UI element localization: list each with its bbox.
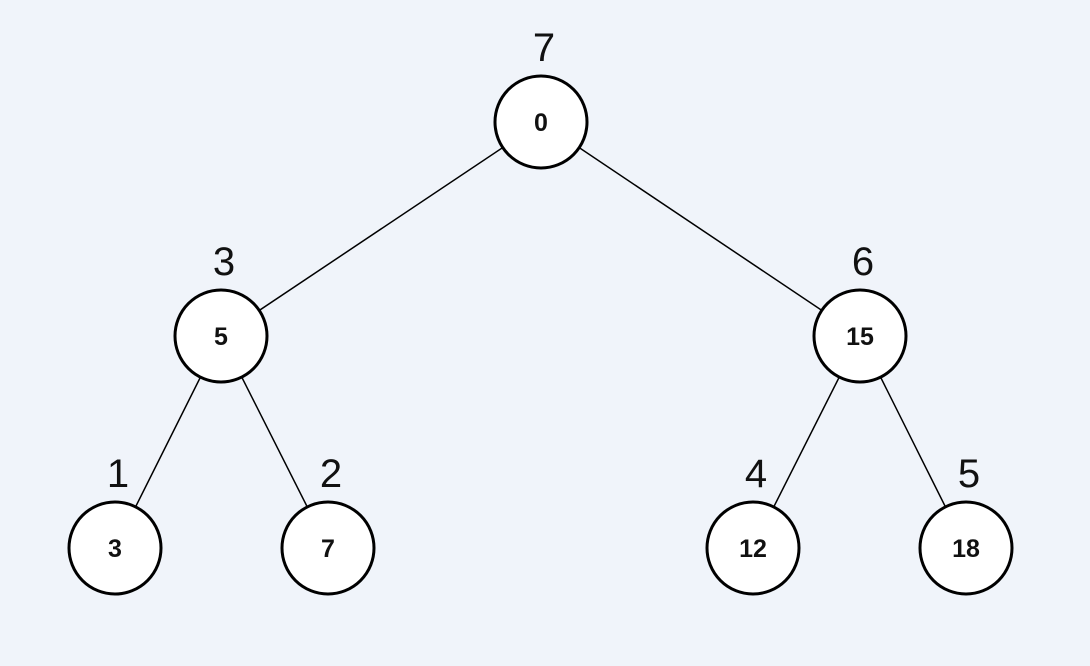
tree-node-n2: 15 6 — [812, 240, 908, 384]
tree-node-value: 18 — [952, 535, 980, 563]
tree-node-index-label: 3 — [213, 240, 235, 284]
tree-node-value: 15 — [846, 323, 874, 351]
tree-edge-n0-n2 — [540, 121, 861, 337]
tree-node-value: 12 — [739, 535, 767, 563]
tree-node-n0: 07 — [493, 26, 589, 170]
tree-node-circle — [173, 288, 269, 384]
tree-node-index-label: 6 — [852, 240, 874, 284]
tree-node-index-label: 7 — [533, 26, 555, 70]
tree-node-n1: 53 — [173, 240, 269, 384]
tree-node-circle — [705, 500, 801, 596]
tree-node-index-label: 4 — [745, 452, 767, 496]
tree-node-n3: 31 — [67, 452, 163, 596]
tree-node-value: 7 — [321, 535, 335, 563]
tree-node-index-label: 5 — [958, 452, 980, 496]
tree-node-n4: 72 — [280, 452, 376, 596]
tree-node-circle — [493, 74, 589, 170]
tree-node-value: 5 — [214, 323, 228, 351]
tree-node-value: 3 — [108, 535, 122, 563]
tree-node-n5: 12 4 — [705, 452, 801, 596]
tree-node-circle — [67, 500, 163, 596]
tree-node-circle — [918, 500, 1014, 596]
tree-node-circle — [812, 288, 908, 384]
tree-edge-n0-n1 — [220, 121, 542, 337]
tree-node-value: 0 — [534, 109, 548, 137]
tree-node-index-label: 1 — [107, 452, 129, 496]
tree-node-index-label: 2 — [320, 452, 342, 496]
tree-node-circle — [280, 500, 376, 596]
tree-node-n6: 18 5 — [918, 452, 1014, 596]
